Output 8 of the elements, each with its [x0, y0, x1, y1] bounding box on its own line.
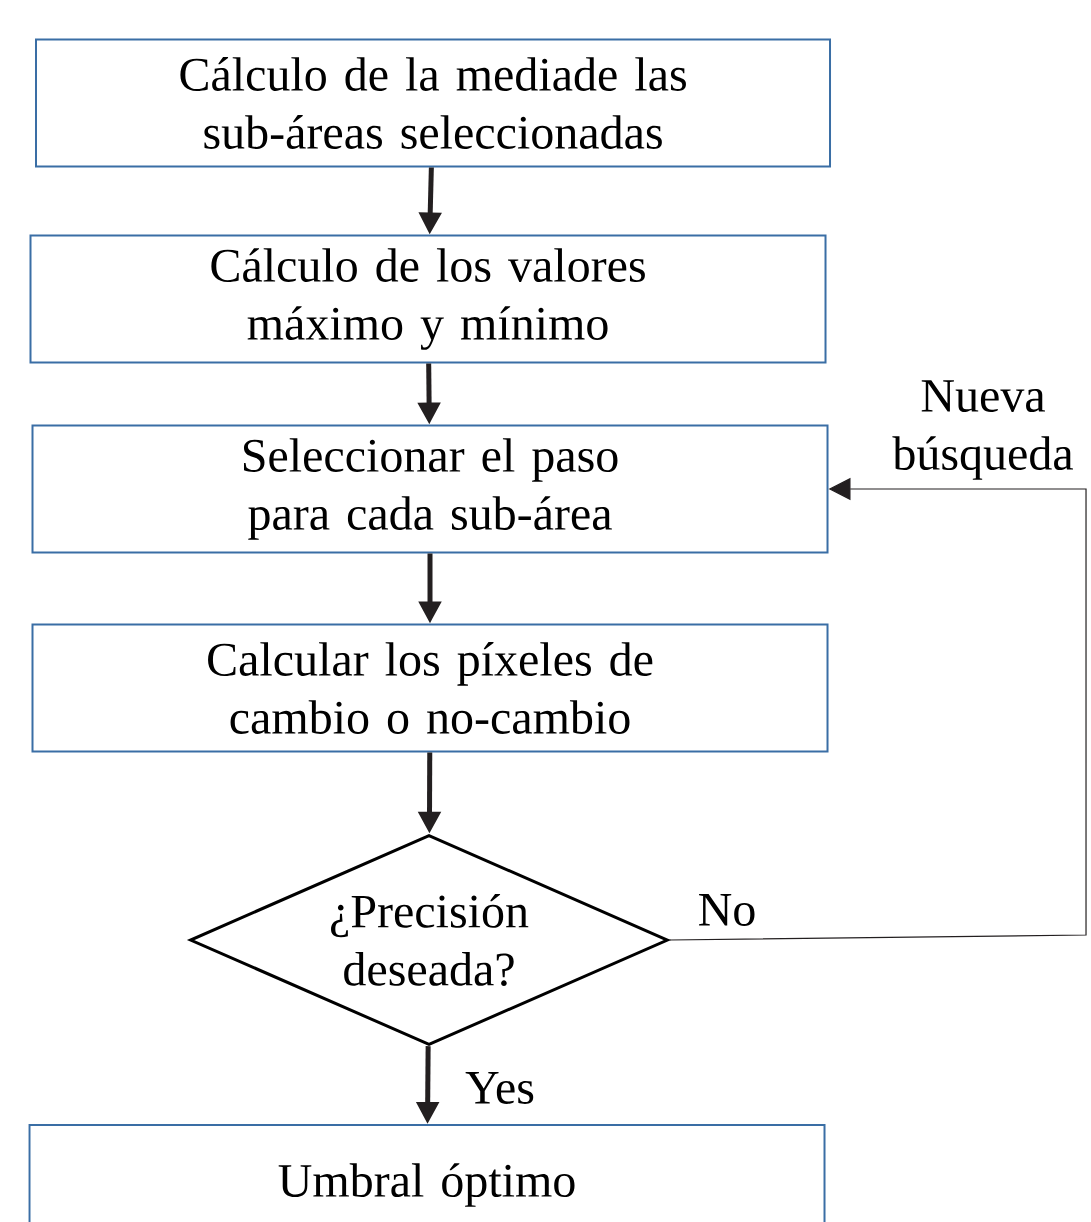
note-label: Nueva búsqueda: [874, 379, 1091, 481]
process-box: Calcular los píxeles de cambio o no-cambio: [31, 623, 829, 753]
edge-label: Yes: [464, 1071, 536, 1105]
process-box: Seleccionar el paso para cada sub-área: [31, 424, 829, 554]
edge-label: No: [696, 893, 758, 927]
process-box: Umbral óptimo: [28, 1124, 826, 1222]
process-box: Cálculo de los valores máximo y mínimo: [29, 234, 827, 364]
process-box: Cálculo de la mediade las sub-áreas seleccionadas: [35, 38, 831, 168]
